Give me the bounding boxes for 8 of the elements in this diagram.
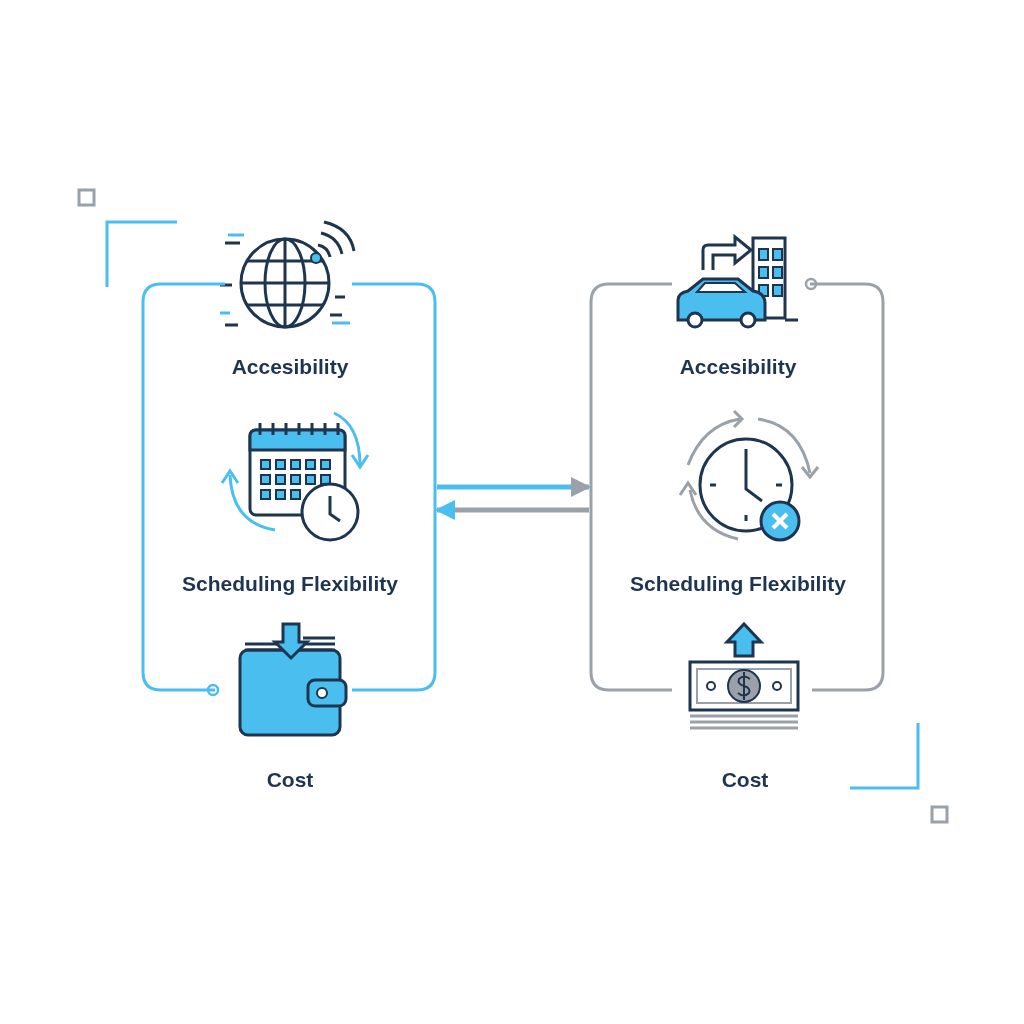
exchange-arrow xyxy=(435,500,589,520)
item-label: Scheduling Flexibility xyxy=(630,572,846,596)
exchange-arrow xyxy=(437,477,591,497)
item-label: Scheduling Flexibility xyxy=(182,572,398,596)
item-label: Accesibility xyxy=(679,355,797,379)
item-label: Accesibility xyxy=(231,355,349,379)
item-label: Cost xyxy=(721,768,769,792)
item-label: Cost xyxy=(266,768,314,792)
